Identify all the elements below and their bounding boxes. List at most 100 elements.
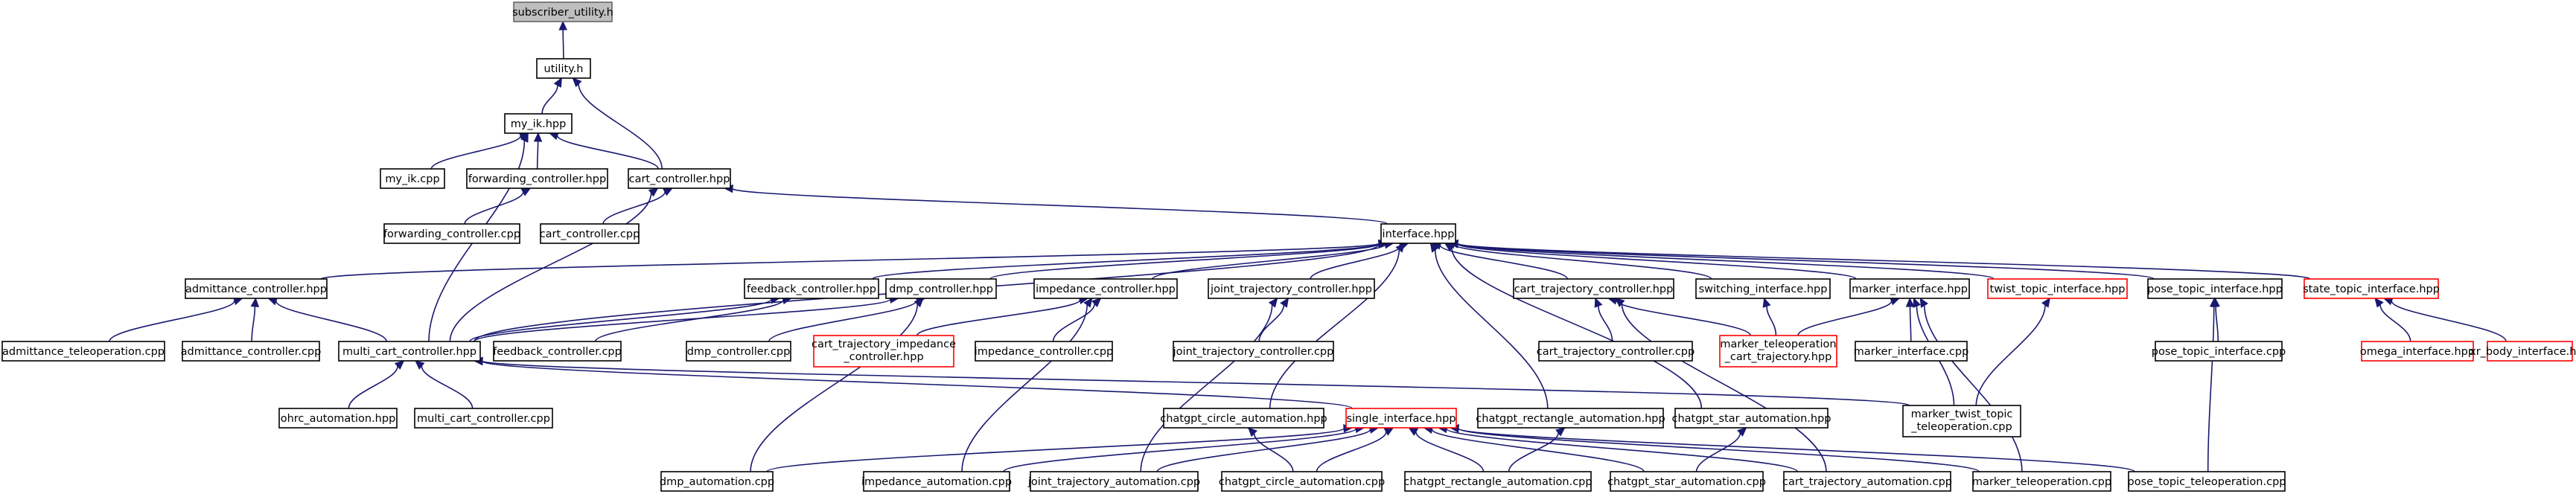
node-multi-cart-controller-cpp[interactable]: multi_cart_controller.cpp — [414, 408, 553, 429]
node-feedback-controller-cpp[interactable]: feedback_controller.cpp — [493, 341, 622, 362]
node-marker-twist-topic-teleoperation-cpp[interactable]: marker_twist_topic_teleoperation.cpp — [1902, 405, 2021, 437]
node-marker-teleoperation-cpp[interactable]: marker_teleoperation.cpp — [1972, 471, 2111, 492]
edge-twist-topic-interface-hpp-to-interface-hpp — [1448, 239, 1995, 280]
node-label: twist_topic_interface.hpp — [1990, 283, 2126, 295]
node-ohrc-automation-hpp[interactable]: ohrc_automation.hpp — [278, 408, 398, 429]
node-joint-trajectory-controller-cpp[interactable]: joint_trajectory_controller.cpp — [1173, 341, 1334, 362]
node-cart-trajectory-controller-cpp[interactable]: cart_trajectory_controller.cpp — [1537, 341, 1695, 362]
node-box — [2155, 341, 2283, 362]
node-chatgpt-circle-automation-hpp[interactable]: chatgpt_circle_automation.hpp — [1160, 408, 1327, 429]
node-chatgpt-rectangle-automation-hpp[interactable]: chatgpt_rectangle_automation.hpp — [1476, 408, 1665, 429]
node-impedance-controller-hpp[interactable]: impedance_controller.hpp — [1033, 278, 1178, 299]
node-xr-body-interface-hpp[interactable]: xr_body_interface.hpp — [2470, 341, 2576, 362]
node-dmp-controller-hpp[interactable]: dmp_controller.hpp — [885, 278, 997, 299]
node-cart-controller-cpp[interactable]: cart_controller.cpp — [540, 223, 640, 244]
node-box — [2128, 471, 2286, 492]
node-multi-cart-controller-hpp[interactable]: multi_cart_controller.hpp — [338, 341, 481, 362]
edge-line — [556, 135, 659, 170]
node-box — [2361, 341, 2474, 362]
node-utility-h[interactable]: utility.h — [536, 58, 591, 79]
node-chatgpt-rectangle-automation-cpp[interactable]: chatgpt_rectangle_automation.cpp — [1403, 471, 1593, 492]
node-admittance-controller-hpp[interactable]: admittance_controller.hpp — [185, 278, 328, 299]
node-joint-trajectory-controller-hpp[interactable]: joint_trajectory_controller.hpp — [1208, 278, 1375, 299]
edge-line — [1458, 428, 1980, 472]
node-chatgpt-circle-automation-cpp[interactable]: chatgpt_circle_automation.cpp — [1219, 471, 1385, 492]
node-box — [1513, 278, 1674, 299]
node-forwarding-controller-hpp[interactable]: forwarding_controller.hpp — [466, 168, 608, 189]
node-label: cart_trajectory_controller.hpp — [1514, 283, 1674, 295]
edge-line — [768, 300, 918, 342]
node-cart-trajectory-controller-hpp[interactable]: cart_trajectory_controller.hpp — [1513, 278, 1674, 299]
node-dmp-controller-cpp[interactable]: dmp_controller.cpp — [686, 341, 791, 362]
node-interface-hpp[interactable]: interface.hpp — [1380, 223, 1456, 244]
edge-cart-controller-hpp-to-my-ik-hpp — [549, 132, 659, 170]
edge-marker-interface-hpp-to-interface-hpp — [1448, 240, 1857, 280]
node-switching-interface-hpp[interactable]: switching_interface.hpp — [1695, 278, 1831, 299]
edge-impedance-automation-cpp-to-impedance-controller-hpp — [961, 298, 1093, 472]
edge-joint-trajectory-controller-cpp-to-joint-trajectory-controller-hpp — [1258, 298, 1289, 342]
node-marker-interface-cpp[interactable]: marker_interface.cpp — [1854, 341, 1969, 362]
edge-chatgpt-star-automation-cpp-to-chatgpt-star-automation-hpp — [1695, 427, 1747, 472]
node-subscriber-utility-h[interactable]: subscriber_utility.h — [512, 1, 613, 22]
node-label: single_interface.hpp — [1346, 413, 1456, 425]
node-box — [863, 471, 1010, 492]
edge-ohrc-automation-hpp-to-multi-cart-controller-hpp — [348, 360, 405, 409]
edge-switching-interface-hpp-to-interface-hpp — [1444, 240, 1712, 280]
node-label: chatgpt_rectangle_automation.hpp — [1476, 413, 1665, 425]
arrowhead-icon — [415, 360, 425, 370]
node-chatgpt-star-automation-hpp[interactable]: chatgpt_star_automation.hpp — [1671, 408, 1831, 429]
node-box — [1477, 408, 1664, 429]
node-marker-teleoperation-cart-trajectory-hpp[interactable]: marker_teleoperation_cart_trajectory.hpp — [1719, 335, 1837, 368]
node-pose-topic-interface-hpp[interactable]: pose_topic_interface.hpp — [2147, 278, 2283, 299]
node-omega-interface-hpp[interactable]: omega_interface.hpp — [2360, 341, 2475, 362]
edge-impedance-automation-cpp-to-single-interface-hpp — [1003, 424, 1365, 472]
node-cart-controller-hpp[interactable]: cart_controller.hpp — [628, 168, 731, 189]
node-label: my_ik.hpp — [511, 118, 567, 130]
node-cart-trajectory-automation-cpp[interactable]: cart_trajectory_automation.cpp — [1782, 471, 1952, 492]
node-my-ik-hpp[interactable]: my_ik.hpp — [504, 113, 573, 134]
node-state-topic-interface-hpp[interactable]: state_topic_interface.hpp — [2303, 278, 2440, 299]
node-single-interface-hpp[interactable]: single_interface.hpp — [1345, 408, 1457, 429]
node-box — [1173, 341, 1334, 362]
edge-line — [449, 193, 652, 342]
node-admittance-teleoperation-cpp[interactable]: admittance_teleoperation.cpp — [1, 341, 165, 362]
node-box — [1674, 408, 1829, 429]
edge-line — [732, 187, 1388, 225]
edge-utility-h-to-subscriber-utility-h — [558, 20, 567, 60]
edge-line — [421, 365, 474, 409]
node-pose-topic-teleoperation-cpp[interactable]: pose_topic_teleoperation.cpp — [2128, 471, 2286, 492]
node-marker-interface-hpp[interactable]: marker_interface.hpp — [1849, 278, 1970, 299]
node-label: forwarding_controller.cpp — [383, 228, 520, 240]
edge-line — [348, 366, 398, 409]
edge-line — [1052, 304, 1095, 342]
node-cart-trajectory-impedance-controller-hpp[interactable]: cart_trajectory_impedance_controller.hpp — [812, 335, 956, 368]
node-my-ik-cpp[interactable]: my_ik.cpp — [380, 168, 445, 189]
node-label: multi_cart_controller.hpp — [342, 346, 476, 358]
node-box — [338, 341, 481, 362]
edge-line — [766, 428, 1345, 472]
edge-line — [872, 243, 1380, 280]
node-label: cart_controller.hpp — [629, 173, 730, 185]
node-box — [744, 278, 879, 299]
node-label: marker_interface.hpp — [1852, 283, 1968, 295]
edge-line — [109, 301, 235, 342]
node-admittance-controller-cpp[interactable]: admittance_controller.cpp — [181, 341, 322, 362]
node-twist-topic-interface-hpp[interactable]: twist_topic_interface.hpp — [1987, 278, 2128, 299]
node-label: _controller.hpp — [843, 351, 923, 363]
node-label: marker_interface.cpp — [1854, 346, 1969, 358]
edge-line — [1446, 428, 1798, 472]
node-feedback-controller-hpp[interactable]: feedback_controller.hpp — [744, 278, 879, 299]
edge-dmp-automation-cpp-to-dmp-controller-hpp — [750, 298, 924, 472]
node-impedance-controller-cpp[interactable]: impedance_controller.cpp — [975, 341, 1114, 362]
node-impedance-automation-cpp[interactable]: impedance_automation.cpp — [861, 471, 1012, 492]
node-forwarding-controller-cpp[interactable]: forwarding_controller.cpp — [383, 223, 520, 244]
node-joint-trajectory-automation-cpp[interactable]: joint_trajectory_automation.cpp — [1027, 471, 1200, 492]
node-chatgpt-star-automation-cpp[interactable]: chatgpt_star_automation.cpp — [1607, 471, 1766, 492]
node-dmp-automation-cpp[interactable]: dmp_automation.cpp — [660, 471, 774, 492]
edge-line — [2207, 306, 2215, 472]
node-box — [2487, 341, 2573, 362]
edge-cart-controller-cpp-to-cart-controller-hpp — [602, 187, 673, 225]
node-pose-topic-interface-cpp[interactable]: pose_topic_interface.cpp — [2152, 341, 2286, 362]
arrowhead-icon — [1083, 298, 1093, 308]
